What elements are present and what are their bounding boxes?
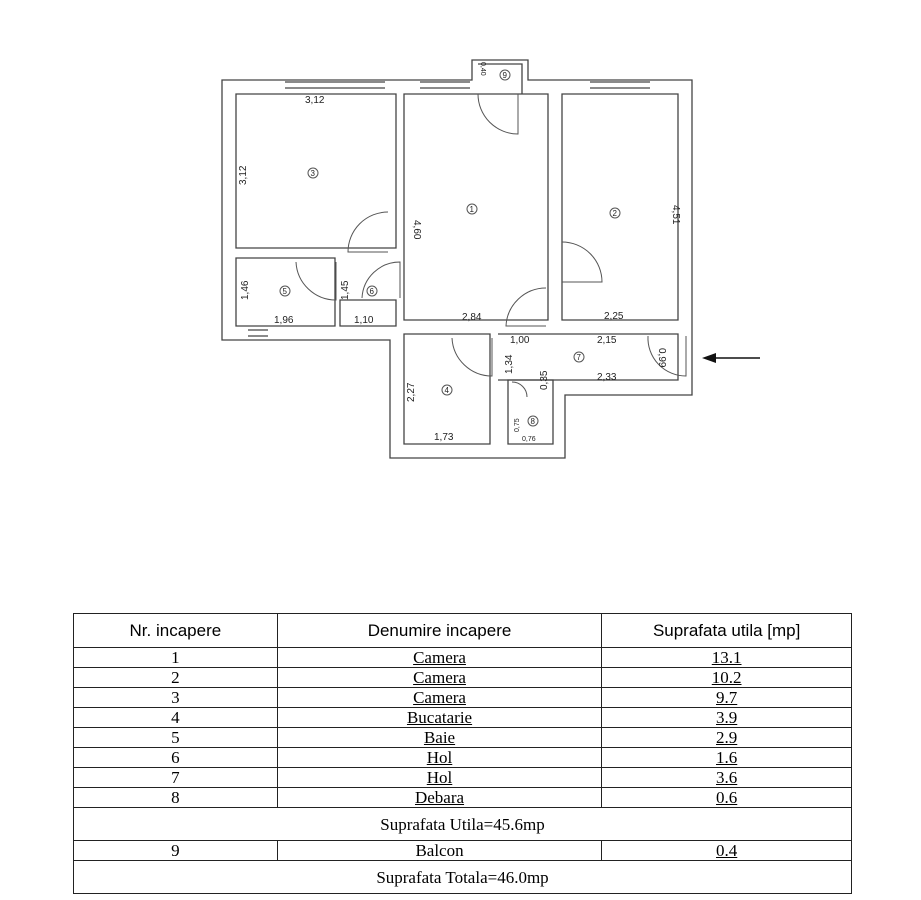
dim-label: 2,84	[462, 312, 482, 323]
room-number: 3	[311, 169, 316, 178]
total-text: Suprafata Totala=46.0mp	[73, 860, 852, 894]
cell-area: 2.9	[601, 727, 852, 748]
cell-nr: 4	[73, 707, 278, 728]
dim-label: 2,33	[597, 372, 617, 383]
dim-label: 0,35	[539, 370, 550, 390]
dim-label: 3,12	[238, 165, 249, 185]
cell-area: 0.4	[601, 840, 852, 861]
room-number: 1	[470, 205, 475, 214]
dimension-labels: 3,12 3,12 4,60 4,51 1,46 1,96 1,45 1,10 …	[238, 62, 681, 443]
room-number: 5	[283, 287, 288, 296]
cell-nr: 3	[73, 687, 278, 708]
dim-label: 4,51	[670, 205, 681, 225]
dim-label: 1,46	[240, 280, 251, 300]
room-number: 9	[503, 71, 508, 80]
dim-label: 0,76	[522, 436, 536, 443]
room-number: 7	[577, 353, 582, 362]
room-number: 2	[613, 209, 618, 218]
dim-label: 2,25	[604, 311, 624, 322]
dim-label: 1,45	[340, 280, 351, 300]
dim-label: 1,96	[274, 315, 294, 326]
table-row: 9 Balcon 0.4	[73, 840, 852, 861]
dim-label: 1,10	[354, 315, 374, 326]
dim-label: 3,12	[305, 95, 325, 106]
dim-label: 1,00	[510, 335, 530, 346]
walls	[221, 59, 693, 459]
cell-nr: 8	[73, 787, 278, 808]
cell-name: Hol	[276, 747, 603, 768]
dim-label: 2,27	[406, 382, 417, 402]
cell-area: 0.6	[601, 787, 852, 808]
dim-label: 0,40	[479, 62, 486, 76]
room-areas-table: Nr. incapere Denumire incapere Suprafata…	[73, 613, 852, 894]
dim-label: 1,73	[434, 432, 454, 443]
floor-plan: 3,12 3,12 4,60 4,51 1,46 1,96 1,45 1,10 …	[221, 59, 760, 459]
dim-label: 0,99	[656, 348, 667, 368]
cell-nr: 6	[73, 747, 278, 768]
cell-area: 3.6	[601, 767, 852, 788]
cell-name: Bucatarie	[276, 707, 603, 728]
cell-nr: 2	[73, 667, 278, 688]
header-area: Suprafata utila [mp]	[601, 613, 852, 648]
room-number: 4	[445, 386, 450, 395]
cell-nr: 9	[73, 840, 278, 861]
dim-label: 2,15	[597, 335, 617, 346]
cell-name: Debara	[276, 787, 603, 808]
room-number: 8	[531, 417, 536, 426]
cell-name: Camera	[276, 667, 603, 688]
dim-label: 4,60	[411, 220, 422, 240]
subtotal-row: Suprafata Utila=45.6mp	[73, 807, 852, 841]
cell-area: 1.6	[601, 747, 852, 768]
cell-name: Camera	[276, 647, 603, 668]
cell-name: Camera	[276, 687, 603, 708]
room-numbers: 1 2 3 4 5 6 7 8 9	[279, 69, 621, 427]
doors	[295, 93, 687, 398]
cell-area: 13.1	[601, 647, 852, 668]
dim-label: 1,34	[504, 354, 515, 374]
cell-area: 3.9	[601, 707, 852, 728]
cell-nr: 7	[73, 767, 278, 788]
dim-label: 0,75	[514, 418, 521, 432]
cell-name: Baie	[276, 727, 603, 748]
cell-name: Hol	[276, 767, 603, 788]
room-number: 6	[370, 287, 375, 296]
cell-name: Balcon	[276, 840, 603, 861]
header-name: Denumire incapere	[276, 613, 603, 648]
cell-nr: 1	[73, 647, 278, 668]
cell-area: 10.2	[601, 667, 852, 688]
arrow-left-icon	[702, 353, 760, 363]
cell-area: 9.7	[601, 687, 852, 708]
subtotal-text: Suprafata Utila=45.6mp	[73, 807, 852, 841]
total-row: Suprafata Totala=46.0mp	[73, 860, 852, 894]
table-header-row: Nr. incapere Denumire incapere Suprafata…	[73, 613, 852, 648]
header-nr: Nr. incapere	[73, 613, 278, 648]
cell-nr: 5	[73, 727, 278, 748]
